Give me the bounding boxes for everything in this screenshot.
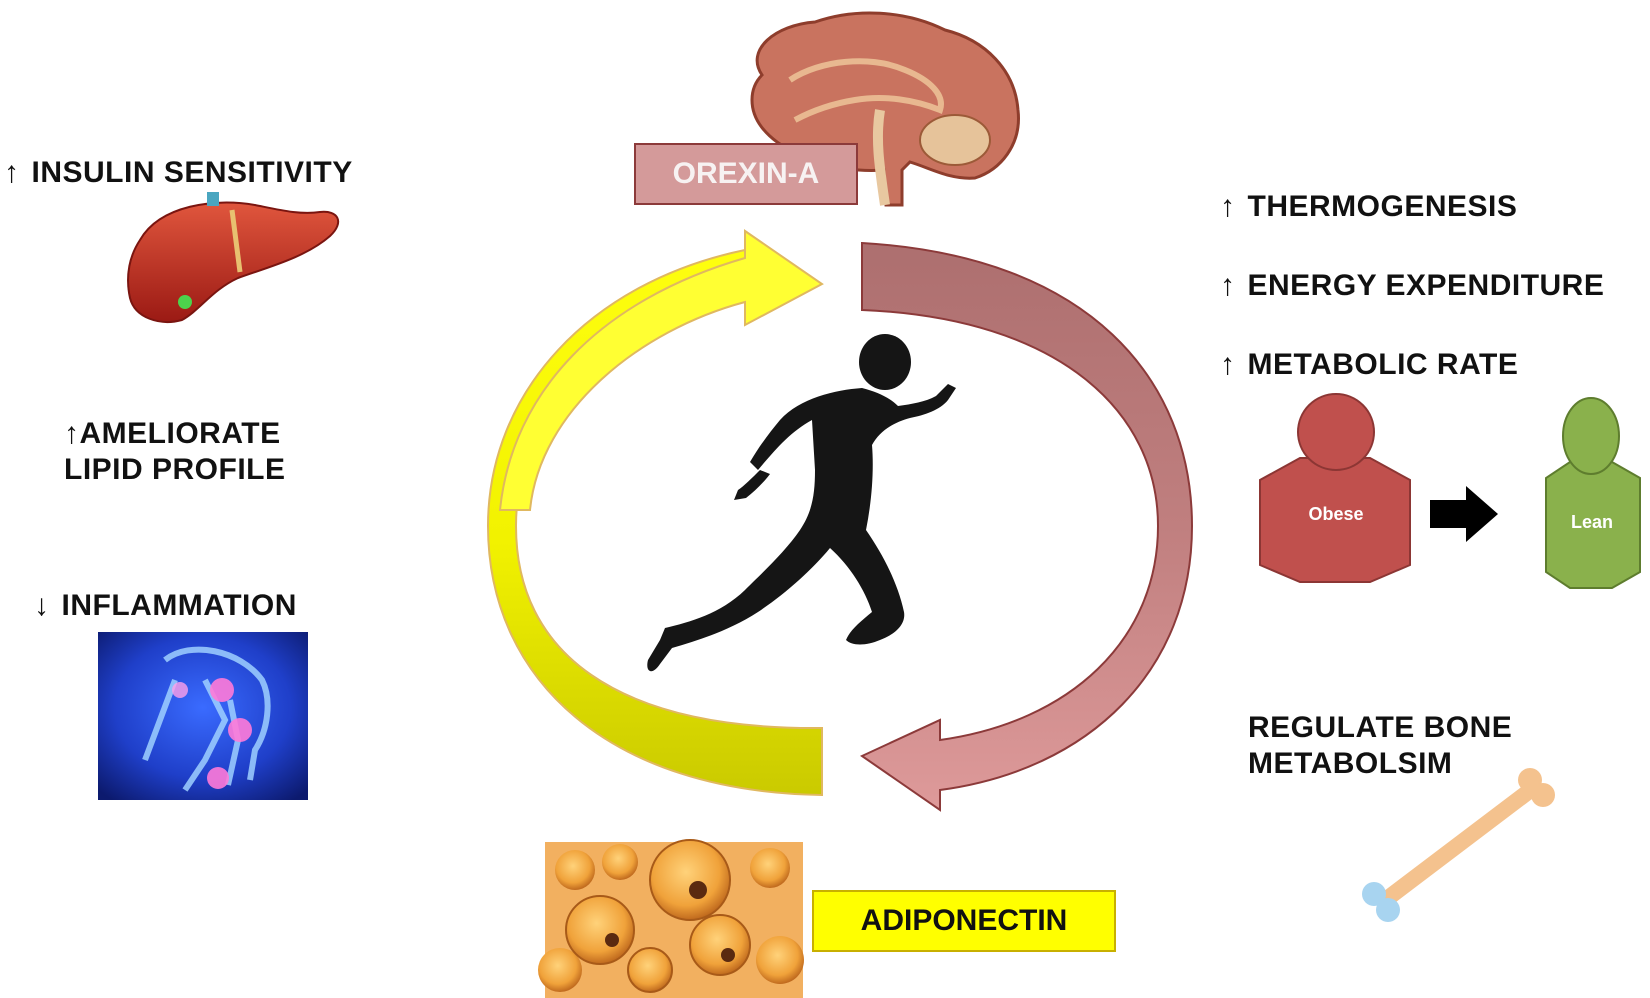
adiponectin-text: ADIPONECTIN — [860, 904, 1068, 937]
obese-label: Obese — [1308, 504, 1364, 524]
up-arrow-icon: ↑ — [1220, 269, 1236, 302]
thermogenesis-label: ↑THERMOGENESIS — [1220, 190, 1518, 223]
inflamed-joints-icon — [98, 632, 308, 800]
lean-label: Lean — [1570, 512, 1613, 532]
insulin-sensitivity-label: ↑INSULIN SENSITIVITY — [4, 156, 353, 189]
up-arrow-icon: ↑ — [4, 156, 20, 189]
lipid-profile-label: ↑AMELIORATE LIPID PROFILE — [64, 417, 286, 486]
obese-person-icon — [1259, 393, 1411, 583]
transition-arrow-icon — [1430, 486, 1498, 542]
metabolic-rate-label: ↑METABOLIC RATE — [1220, 348, 1519, 381]
orexin-a-label: OREXIN-A — [634, 143, 858, 205]
up-arrow-icon: ↑ — [64, 417, 80, 450]
liver-icon — [127, 192, 340, 323]
bone-icon — [1362, 768, 1555, 922]
inflammation-label: ↓INFLAMMATION — [34, 589, 297, 622]
energy-expenditure-label: ↑ENERGY EXPENDITURE — [1220, 269, 1605, 302]
runner-icon — [647, 334, 956, 672]
yellow-cycle-arrow — [486, 229, 824, 797]
fat-cells-icon — [538, 839, 804, 998]
lean-person-icon — [1545, 397, 1641, 589]
up-arrow-icon: ↑ — [1220, 190, 1236, 223]
orexin-a-text: OREXIN-A — [672, 157, 820, 190]
down-arrow-icon: ↓ — [34, 589, 50, 622]
bone-metabolism-label: REGULATE BONE METABOLSIM — [1248, 711, 1513, 780]
adiponectin-label: ADIPONECTIN — [812, 890, 1116, 952]
red-cycle-arrow — [859, 241, 1194, 812]
up-arrow-icon: ↑ — [1220, 348, 1236, 381]
